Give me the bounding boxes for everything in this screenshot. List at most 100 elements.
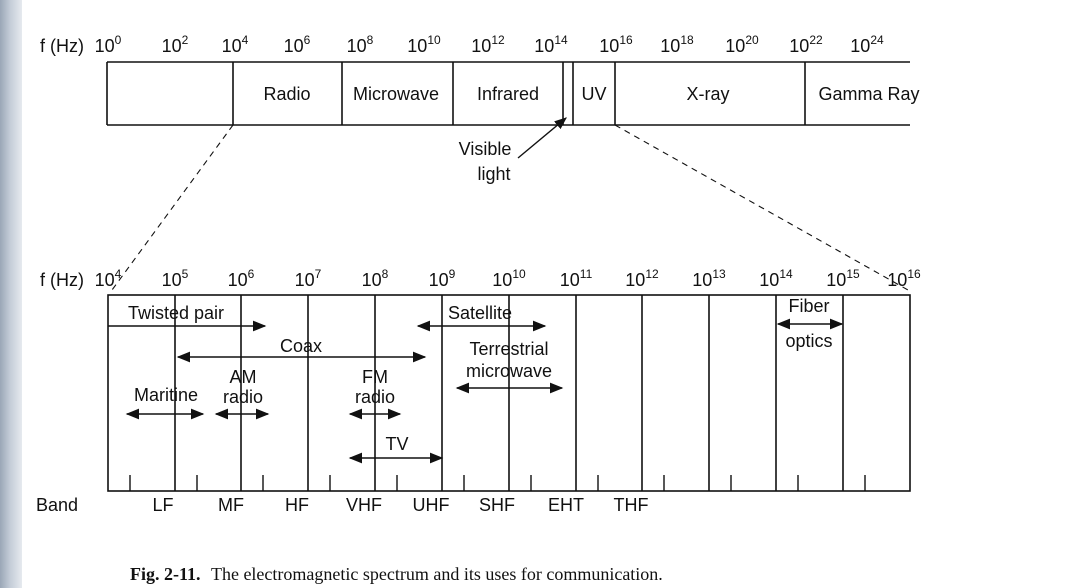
band-label-eht: EHT — [548, 495, 584, 515]
bottom-spectrum-box — [107, 294, 911, 492]
bottom-tick-exp-1: 5 — [182, 267, 189, 281]
band-label-hf: HF — [285, 495, 309, 515]
top-tick-base-5: 10 — [407, 36, 427, 56]
bottom-tick-7: 1011 — [560, 267, 593, 290]
top-tick-base-11: 10 — [789, 36, 809, 56]
bottom-tick-base-7: 10 — [560, 270, 580, 290]
top-tick-exp-1: 2 — [182, 33, 189, 47]
bottom-tick-base-11: 10 — [826, 270, 846, 290]
band-label-uhf: UHF — [413, 495, 450, 515]
top-tick-2: 104 — [222, 33, 249, 56]
bottom-tick-0: 104 — [95, 267, 122, 290]
bottom-tick-base-9: 10 — [692, 270, 712, 290]
bottom-tick-8: 1012 — [625, 267, 659, 290]
region-radio: Radio — [263, 84, 310, 104]
bottom-tick-9: 1013 — [692, 267, 726, 290]
band-label-thf: THF — [614, 495, 649, 515]
bottom-tick-base-5: 10 — [429, 270, 449, 290]
top-tick-base-1: 10 — [162, 36, 182, 56]
top-tick-3: 106 — [284, 33, 311, 56]
bottom-tick-exp-6: 10 — [512, 267, 526, 281]
region-infrared: Infrared — [477, 84, 539, 104]
bottom-tick-exp-7: 11 — [580, 267, 593, 281]
top-tick-exp-2: 4 — [242, 33, 249, 47]
bottom-tick-base-8: 10 — [625, 270, 645, 290]
top-tick-exp-3: 6 — [304, 33, 311, 47]
fiber-label-2: optics — [785, 331, 832, 351]
top-tick-base-0: 10 — [95, 36, 115, 56]
bottom-tick-4: 108 — [362, 267, 389, 290]
terrestrial-label-1: Terrestrial — [469, 339, 548, 359]
top-tick-9: 1018 — [660, 33, 694, 56]
top-tick-8: 1016 — [599, 33, 633, 56]
caption-text: The electromagnetic spectrum and its use… — [211, 564, 663, 584]
bottom-tick-exp-8: 12 — [645, 267, 659, 281]
top-tick-0: 100 — [95, 33, 122, 56]
top-spectrum-bar — [106, 61, 910, 126]
bottom-tick-12: 1016 — [887, 267, 921, 290]
fm-label-2: radio — [355, 387, 395, 407]
region-uv: UV — [581, 84, 606, 104]
terrestrial-label-2: microwave — [466, 361, 552, 381]
bottom-tick-2: 106 — [228, 267, 255, 290]
bottom-tick-base-4: 10 — [362, 270, 382, 290]
bottom-tick-base-6: 10 — [492, 270, 512, 290]
visible-light-pointer — [517, 117, 567, 159]
top-tick-base-4: 10 — [347, 36, 367, 56]
top-tick-base-10: 10 — [725, 36, 745, 56]
top-tick-base-8: 10 — [599, 36, 619, 56]
top-tick-base-9: 10 — [660, 36, 680, 56]
band-tick-marks — [129, 475, 866, 491]
top-tick-6: 1012 — [471, 33, 505, 56]
bottom-tick-base-2: 10 — [228, 270, 248, 290]
top-tick-exp-12: 24 — [870, 33, 884, 47]
bottom-tick-exp-4: 8 — [382, 267, 389, 281]
bottom-tick-1: 105 — [162, 267, 189, 290]
top-tick-5: 1010 — [407, 33, 441, 56]
bottom-tick-base-0: 10 — [95, 270, 115, 290]
bottom-tick-10: 1014 — [759, 267, 793, 290]
bottom-tick-exp-2: 6 — [248, 267, 255, 281]
top-freq-label: f (Hz) — [40, 36, 84, 56]
band-row-label: Band — [36, 495, 78, 515]
bottom-tick-exp-10: 14 — [779, 267, 793, 281]
top-tick-base-7: 10 — [534, 36, 554, 56]
top-tick-7: 1014 — [534, 33, 568, 56]
page-edge-shadow — [0, 0, 22, 588]
bottom-tick-base-10: 10 — [759, 270, 779, 290]
bottom-tick-3: 107 — [295, 267, 322, 290]
zoom-line-left — [111, 124, 234, 291]
top-tick-exp-6: 12 — [491, 33, 505, 47]
bottom-tick-exp-5: 9 — [449, 267, 456, 281]
top-tick-10: 1020 — [725, 33, 759, 56]
top-tick-exp-7: 14 — [554, 33, 568, 47]
zoom-line-right — [614, 124, 909, 291]
region-xray: X-ray — [686, 84, 729, 104]
coax-label: Coax — [280, 336, 322, 356]
top-tick-base-3: 10 — [284, 36, 304, 56]
bottom-tick-exp-0: 4 — [115, 267, 122, 281]
top-tick-base-6: 10 — [471, 36, 491, 56]
top-tick-4: 108 — [347, 33, 374, 56]
top-tick-exp-9: 18 — [680, 33, 694, 47]
bottom-tick-base-1: 10 — [162, 270, 182, 290]
band-label-vhf: VHF — [346, 495, 382, 515]
bottom-tick-base-12: 10 — [887, 270, 907, 290]
bottom-tick-exp-11: 15 — [846, 267, 860, 281]
visible-light-label-2: light — [477, 164, 510, 184]
bottom-tick-11: 1015 — [826, 267, 860, 290]
top-tick-base-2: 10 — [222, 36, 242, 56]
top-tick-exp-10: 20 — [745, 33, 759, 47]
visible-light-label-1: Visible — [459, 139, 512, 159]
caption-number: Fig. 2-11. — [130, 564, 201, 584]
bottom-tick-exp-12: 16 — [907, 267, 921, 281]
top-tick-exp-11: 22 — [809, 33, 823, 47]
bottom-tick-base-3: 10 — [295, 270, 315, 290]
bottom-freq-label: f (Hz) — [40, 270, 84, 290]
top-tick-11: 1022 — [789, 33, 823, 56]
region-gamma-ray: Gamma Ray — [818, 84, 919, 104]
bottom-tick-exp-3: 7 — [315, 267, 322, 281]
